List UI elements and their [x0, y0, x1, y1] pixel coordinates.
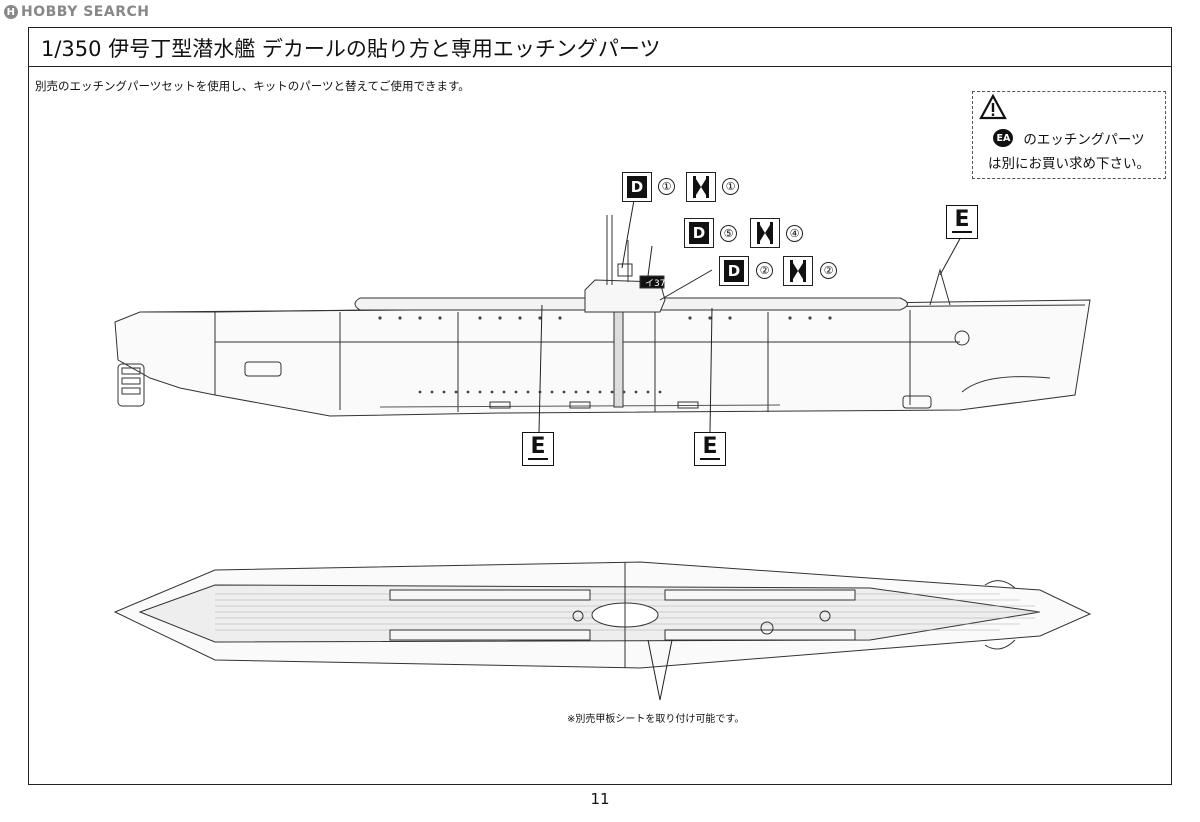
decal-kanji-number-2: ④	[786, 225, 803, 242]
decal-kanji-tag-2	[750, 218, 780, 248]
notice-line-2: は別にお買い求め下さい。	[988, 156, 1150, 172]
decal-flag-icon	[757, 222, 773, 244]
decal-d-tag-1: D	[622, 172, 652, 202]
top-view	[113, 561, 1092, 701]
hull-number: イ37	[645, 279, 665, 289]
decal-kanji-tag-1	[686, 172, 716, 202]
decal-d-number-3: ②	[756, 262, 773, 279]
etching-e-tag-fore: E	[694, 432, 726, 466]
intro-text: 別売のエッチングパーツセットを使用し、キットのパーツと替えてご使用できます。	[35, 79, 470, 93]
warning-triangle-icon	[979, 94, 1007, 120]
deck-sheet-note: ※別売甲板シートを取り付け可能です。	[567, 714, 745, 725]
decal-flag-icon	[693, 176, 709, 198]
decal-d-tag-2: D	[684, 218, 714, 248]
decal-kanji-number-1: ①	[722, 178, 739, 195]
page-title: 1/350 伊号丁型潜水艦 デカールの貼り方と専用エッチングパーツ	[41, 37, 661, 61]
etching-e-tag-mid: E	[522, 432, 554, 466]
watermark-text: HOBBY SEARCH	[21, 4, 150, 20]
decal-kanji-tag-3	[783, 256, 813, 286]
ea-badge: EA	[993, 129, 1014, 147]
etching-e-tag-bow: E	[946, 205, 978, 239]
decal-d-number-2: ⑤	[720, 225, 737, 242]
notice-line-1: EA のエッチングパーツ	[973, 128, 1165, 148]
watermark-logo-icon: H	[4, 5, 18, 19]
page-number: 11	[590, 790, 610, 808]
decal-kanji-number-3: ②	[820, 262, 837, 279]
decal-flag-icon	[790, 260, 806, 282]
title-bar: 1/350 伊号丁型潜水艦 デカールの貼り方と専用エッチングパーツ	[29, 28, 1171, 67]
etching-notice: EA のエッチングパーツ は別にお買い求め下さい。	[972, 91, 1166, 179]
watermark: H HOBBY SEARCH	[4, 3, 149, 21]
notice-line-1-text: のエッチングパーツ	[1023, 132, 1145, 148]
decal-d-number-1: ①	[658, 178, 675, 195]
decal-d-tag-3: D	[719, 256, 749, 286]
instruction-frame: 1/350 伊号丁型潜水艦 デカールの貼り方と専用エッチングパーツ 別売のエッチ…	[28, 27, 1172, 785]
side-view	[114, 199, 1091, 433]
